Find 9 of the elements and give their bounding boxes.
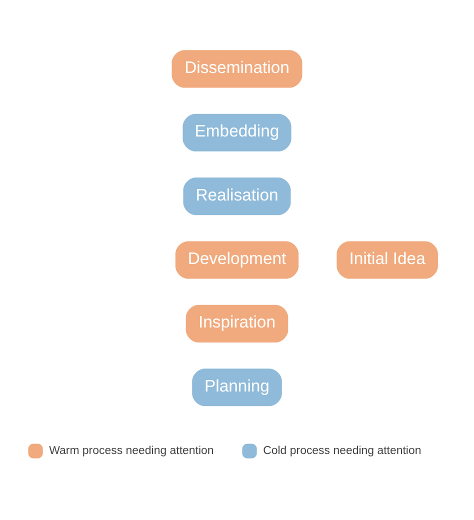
node-box: Inspiration <box>186 304 288 342</box>
node-box: Planning <box>192 368 282 406</box>
legend-label: Warm process needing attention <box>49 444 214 457</box>
legend-label: Cold process needing attention <box>263 444 422 457</box>
node-box: Development <box>175 241 299 279</box>
node-box: Realisation <box>183 178 291 216</box>
node-box: Embedding <box>182 114 292 152</box>
node-box: Dissemination <box>172 50 302 88</box>
node-box: Initial Idea <box>336 241 438 279</box>
